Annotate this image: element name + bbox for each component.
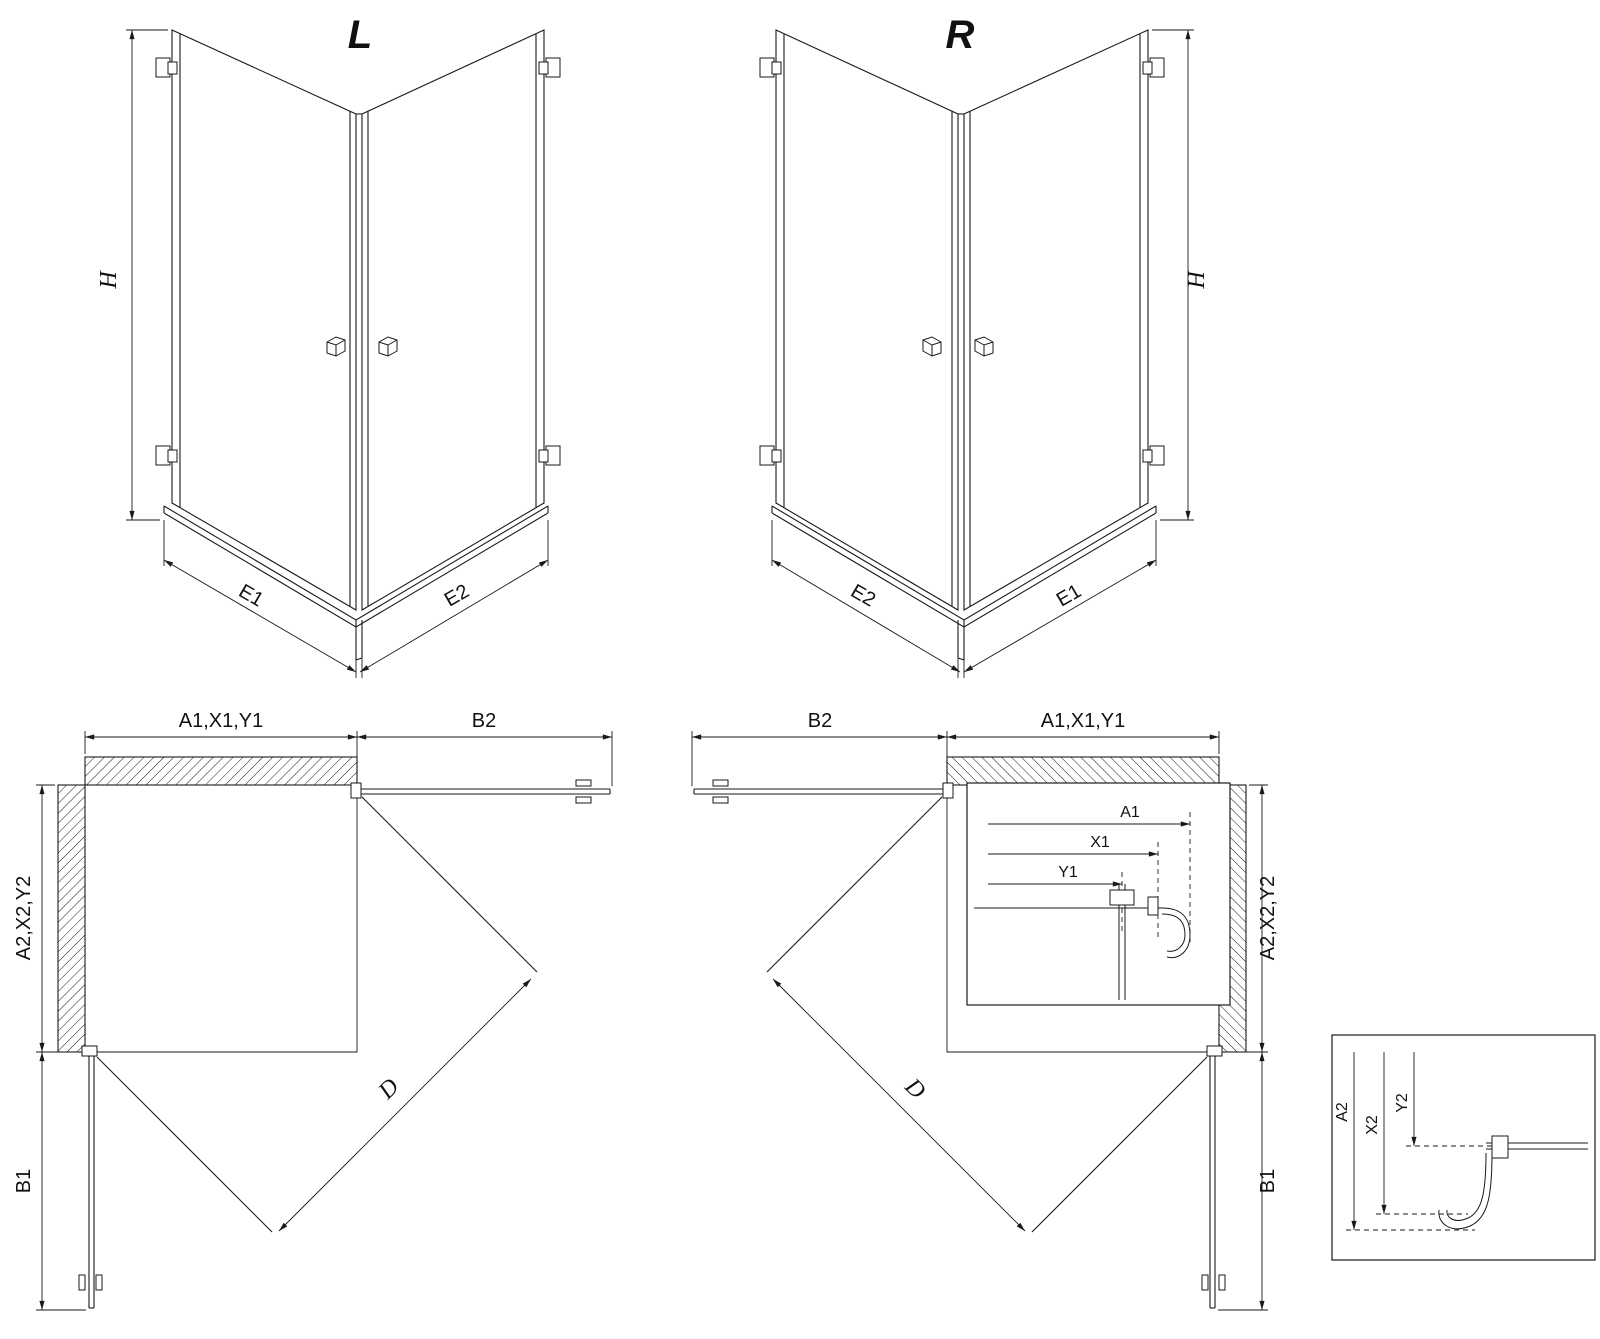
x1-dim-label: X1 [1090, 834, 1110, 851]
variant-label-left: L [348, 13, 372, 57]
detail-view-horizontal: A1 X1 Y1 [966, 782, 1231, 1006]
wall-profile-section [974, 884, 1191, 1000]
height-dim-label: H [96, 270, 122, 290]
a1-dim-label: A1 [1120, 804, 1140, 821]
plan-view-left [36, 731, 612, 1310]
y2-dim-label: Y2 [1394, 1093, 1411, 1113]
iso-view-left [126, 30, 560, 678]
e1-dim-label: E1 [235, 580, 267, 611]
tray-profile-section [1438, 1135, 1588, 1230]
diagonal-dim-label: D [373, 1074, 404, 1105]
top-dim-label: A1,X1,Y1 [1041, 710, 1126, 732]
x2-dim-label: X2 [1364, 1115, 1381, 1135]
iso-view-right [760, 30, 1194, 678]
diagonal-dim-label: D [899, 1073, 930, 1104]
top-dim-label: A1,X1,Y1 [179, 710, 264, 732]
y1-dim-label: Y1 [1058, 864, 1078, 881]
height-dim-label: H [1184, 270, 1210, 290]
door-side-dim-label: B1 [1257, 1169, 1279, 1193]
door-top-dim-label: B2 [472, 710, 496, 732]
e2-dim-label: E2 [847, 580, 879, 611]
side-dim-label: A2,X2,Y2 [13, 876, 35, 961]
side-dim-label: A2,X2,Y2 [1257, 876, 1279, 961]
e1-dim-label: E1 [1053, 580, 1085, 611]
detail-view-vertical: A2 X2 Y2 [1331, 1034, 1596, 1261]
door-side-dim-label: B1 [13, 1169, 35, 1193]
door-top-dim-label: B2 [808, 710, 832, 732]
variant-label-right: R [946, 13, 975, 57]
e2-dim-label: E2 [441, 580, 473, 611]
a2-dim-label: A2 [1334, 1102, 1351, 1122]
